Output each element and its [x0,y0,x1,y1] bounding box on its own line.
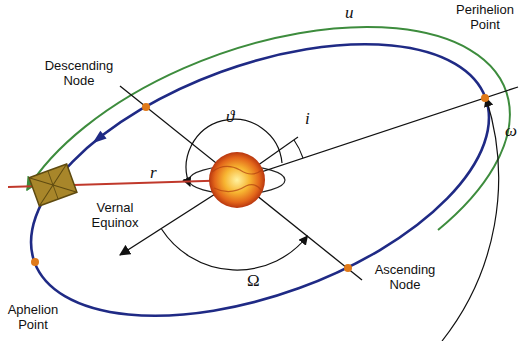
vector-symbol: r [150,164,157,182]
descending-node-dot [142,103,150,111]
inclination-arc [294,140,303,158]
perihelion-dot [481,94,489,102]
apsides-line [237,87,518,180]
satellite [29,164,77,206]
point-label: Descending Node [40,58,118,88]
point-label: Ascending Node [368,262,442,292]
sun [209,152,265,208]
angle-symbol: i [305,110,310,128]
node-longitude-arc [162,229,308,270]
direction-label: Vernal Equinox [86,200,144,230]
point-label: Aphelion Point [3,302,63,332]
angle-symbol: ϑ [226,108,234,126]
motion-arrow [89,131,106,148]
angle-symbol: Ω [247,272,260,290]
angle-symbol: u [345,4,354,22]
point-label: Perihelion Point [452,2,518,32]
aphelion-dot [31,258,39,266]
latitude-arc [27,27,510,230]
sun-texture [212,166,262,191]
perihelion-argument-arc [442,98,499,341]
ascending-node-dot [344,264,352,272]
angle-symbol: ω [505,122,517,140]
